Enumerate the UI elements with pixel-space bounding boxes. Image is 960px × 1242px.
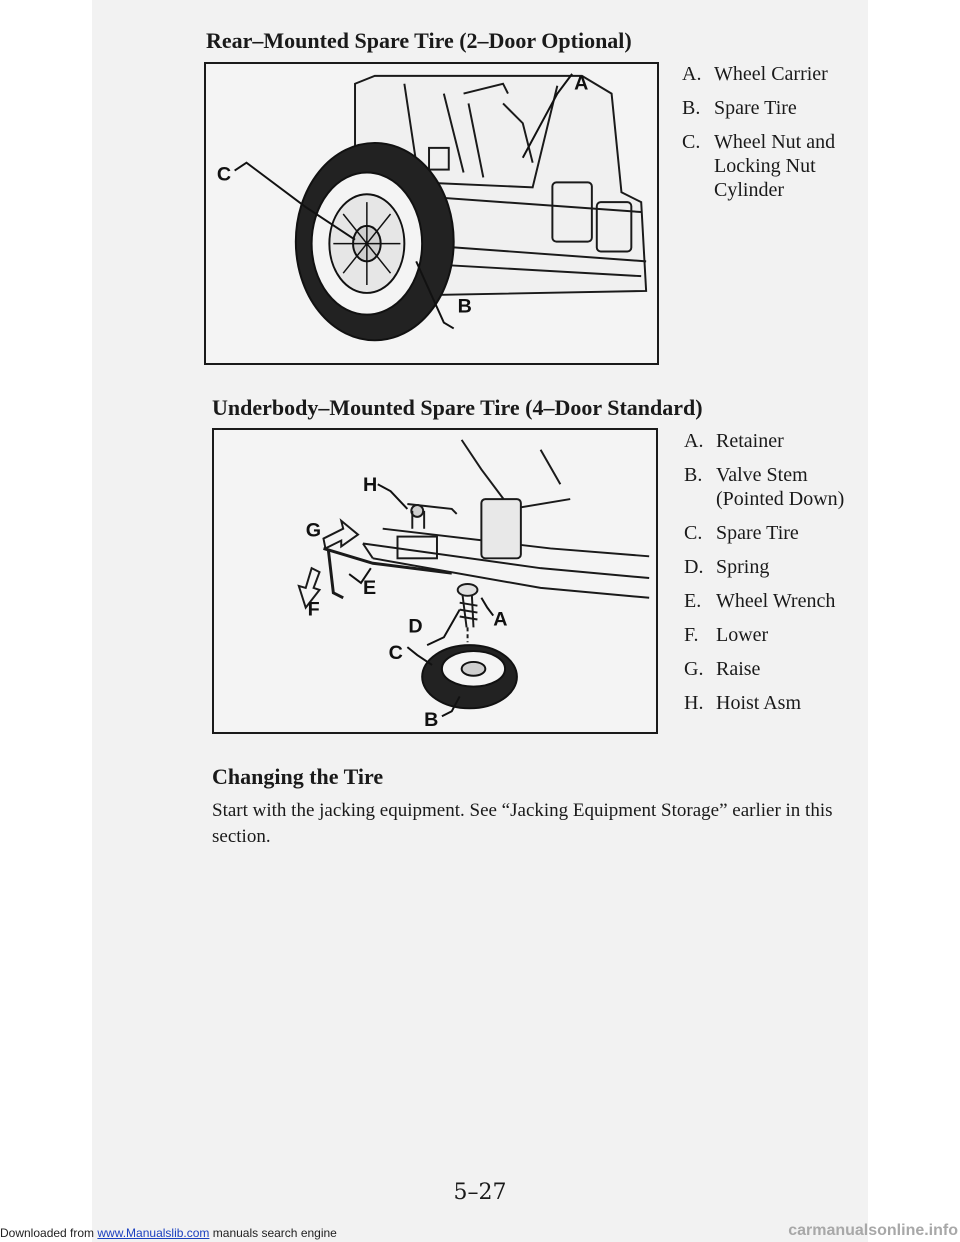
callout-label: B [458, 296, 472, 318]
legend-text: Raise [716, 658, 761, 680]
rear-mounted-spare-illustration: A B C [204, 62, 659, 365]
legend-key: A. [682, 63, 702, 85]
callout-label: C [217, 163, 231, 185]
legend-item: F. Lower [684, 623, 864, 647]
body-paragraph: Start with the jacking equipment. See “J… [212, 800, 833, 847]
legend-item: B. Valve Stem (Pointed Down) [684, 463, 864, 511]
legend-item: E. Wheel Wrench [684, 589, 864, 613]
section-title-underbody-mounted: Underbody–Mounted Spare Tire (4–Door Sta… [212, 395, 703, 420]
watermark: carmanualsonline.info [788, 1222, 958, 1239]
legend-item: C. Spare Tire [684, 521, 864, 545]
legend-key: G. [684, 658, 704, 680]
callout-label: E [363, 577, 376, 599]
callout-label: G [306, 520, 321, 542]
legend-item: D. Spring [684, 555, 864, 579]
callout-label: B [424, 709, 438, 731]
callout-label: A [493, 608, 507, 630]
legend-key: B. [684, 464, 703, 486]
download-footer: Downloaded from www.Manualslib.com manua… [0, 1226, 337, 1240]
callout-label: H [363, 474, 377, 496]
legend-key: H. [684, 692, 704, 714]
section-title-changing-tire: Changing the Tire [212, 764, 384, 789]
manual-page: Rear–Mounted Spare Tire (2–Door Optional… [92, 0, 868, 1242]
legend-key: C. [682, 131, 701, 153]
legend-item: G. Raise [684, 657, 864, 681]
legend-text: Lower [716, 624, 769, 646]
legend-key: A. [684, 430, 704, 452]
legend-key: F. [684, 624, 699, 646]
section-title-rear-mounted: Rear–Mounted Spare Tire (2–Door Optional… [206, 28, 632, 53]
legend-key: C. [684, 522, 703, 544]
callout-label: D [408, 615, 422, 637]
underbody-mounted-spare-illustration: A B C D E F G H [212, 428, 658, 734]
legend-text: Spring [716, 556, 770, 578]
legend-text: Valve Stem (Pointed Down) [716, 464, 845, 510]
underbody-mounted-spare-drawing: A B C D E F G H [297, 439, 650, 731]
underbody-mounted-legend: A. Retainer B. Valve Stem (Pointed Down) C… [684, 429, 864, 725]
legend-text: Retainer [716, 430, 784, 452]
footer-prefix: Downloaded from [0, 1226, 98, 1240]
legend-text: Wheel Carrier [714, 63, 828, 85]
legend-item: A. Retainer [684, 429, 864, 453]
legend-item: H. Hoist Asm [684, 691, 864, 715]
legend-item: A. Wheel Carrier [682, 62, 862, 86]
legend-key: E. [684, 590, 702, 612]
footer-suffix: manuals search engine [209, 1226, 337, 1240]
legend-item: C. Wheel Nut and Locking Nut Cylinder [682, 130, 862, 202]
legend-key: B. [682, 97, 701, 119]
legend-text: Wheel Nut and Locking Nut Cylinder [714, 131, 836, 201]
legend-text: Spare Tire [716, 522, 799, 544]
manualslib-link[interactable]: www.Manualslib.com [97, 1226, 210, 1240]
legend-key: D. [684, 556, 704, 578]
page-number: 5–27 [453, 1180, 507, 1205]
legend-text: Spare Tire [714, 97, 797, 119]
rear-mounted-spare-drawing: A B C [217, 73, 648, 342]
callout-label: A [574, 73, 588, 95]
legend-item: B. Spare Tire [682, 96, 862, 120]
callout-label: C [389, 642, 403, 664]
callout-label: F [308, 599, 320, 621]
rear-mounted-legend: A. Wheel Carrier B. Spare Tire C. Wheel Nut… [682, 62, 862, 212]
legend-text: Hoist Asm [716, 692, 802, 714]
legend-text: Wheel Wrench [716, 590, 836, 612]
